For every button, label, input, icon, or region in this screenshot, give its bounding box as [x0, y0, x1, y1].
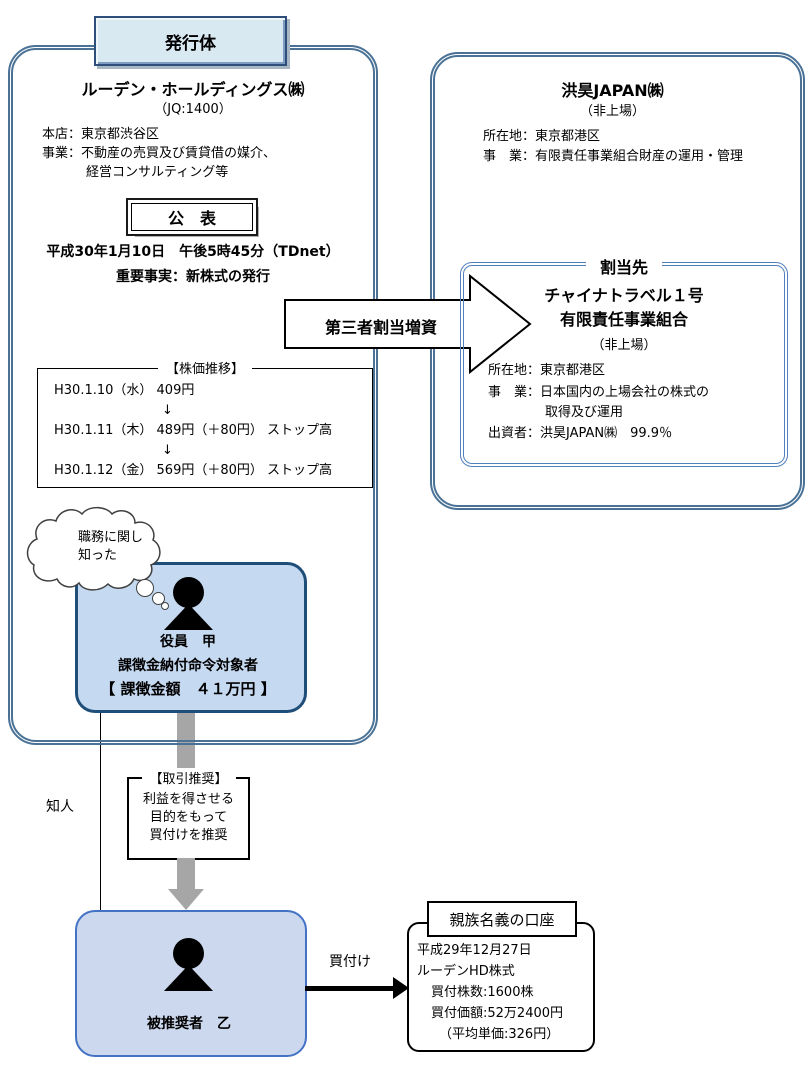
partner-company-location: 所在地：東京都港区 [483, 129, 601, 144]
thought-text-line1: 職務に関し [78, 530, 144, 545]
account-box [407, 922, 595, 1052]
announcement-material-fact: 重要事実：新株式の発行 [116, 269, 270, 285]
stock-history-row: H30.1.11（木） 489円（＋80円） ストップ高 [54, 423, 333, 438]
capital-increase-arrow [284, 273, 532, 375]
stock-history-down-arrow: ↓ [162, 443, 173, 458]
recommendation-line: 利益を得させる [142, 792, 234, 807]
partner-company-listing: （非上場） [579, 104, 645, 119]
account-line: ルーデンHD株式 [417, 964, 515, 979]
recommended-person-label: 被推奨者 乙 [147, 1016, 231, 1032]
officer-status-label: 課徴金納付命令対象者 [118, 658, 258, 674]
issuer-head-office: 本店：東京都渋谷区 [42, 127, 160, 142]
issuer-ticker: （JQ:1400） [154, 102, 232, 117]
recommendation-arrow-head [168, 889, 204, 910]
acquaintance-connector-line [100, 713, 101, 910]
issuer-business-line2: 経営コンサルティング等 [86, 165, 229, 180]
account-title-box: 親族名義の口座 [427, 901, 577, 937]
issuer-tag-plaque: 発行体 [94, 16, 287, 66]
allottee-tag-label: 割当先 [585, 254, 663, 278]
stock-history-box: 【株価推移】 H30.1.10（水） 409円 ↓ H30.1.11（木） 48… [37, 358, 373, 488]
thought-bubble-icon [26, 506, 161, 591]
recommendation-line: 目的をもって [149, 810, 228, 825]
allottee-location: 所在地：東京都港区 [488, 363, 606, 378]
recommendation-line: 買付けを推奨 [149, 828, 228, 843]
recommendation-flow-bar [177, 713, 195, 777]
partner-frame [430, 52, 805, 510]
partner-company-business: 事 業：有限責任事業組合財産の運用・管理 [483, 149, 744, 164]
thought-dot [152, 592, 165, 605]
stock-history-title: 【株価推移】 [157, 358, 253, 377]
account-line: 買付価額:52万2400円 [431, 1006, 564, 1021]
officer-person-icon [173, 577, 204, 608]
capital-increase-arrow-label: 第三者割当増資 [324, 318, 437, 337]
account-title: 親族名義の口座 [449, 910, 555, 929]
stock-history-down-arrow: ↓ [162, 403, 173, 418]
allottee-box: 割当先 [460, 254, 788, 467]
thought-dot [161, 602, 169, 610]
allottee-investor: 出資者：洪昊JAPAN㈱ 99.9％ [488, 426, 673, 441]
account-line: 買付株数:1600株 [431, 985, 534, 1000]
issuer-name: ルーデン・ホールディングス㈱ [81, 80, 305, 99]
purchase-arrow-head [393, 977, 409, 999]
recommendation-arrow-bar [177, 858, 195, 889]
recommendation-box: 【取引推奨】 利益を得させる 目的をもって 買付けを推奨 [127, 768, 250, 860]
stock-history-row: H30.1.12（金） 569円（＋80円） ストップ高 [54, 463, 333, 478]
account-line: 平成29年12月27日 [417, 943, 532, 958]
partner-company-name: 洪昊JAPAN㈱ [561, 81, 664, 100]
thought-text-line2: 知った [78, 548, 118, 563]
purchase-arrow-label: 買付け [329, 954, 371, 970]
officer-penalty-label: 【 課徴金額 ４１万円 】 [100, 680, 276, 698]
issuer-tag-label: 発行体 [165, 33, 216, 54]
announcement-title: 公 表 [167, 209, 216, 228]
allottee-listing: （非上場） [591, 338, 657, 353]
allottee-business-line1: 事 業：日本国内の上場会社の株式の [488, 385, 710, 400]
account-line: （平均単価:326円） [439, 1027, 560, 1042]
announcement-box: 公 表 [131, 203, 253, 231]
recommended-person-icon [173, 938, 204, 969]
recommendation-title: 【取引推奨】 [141, 768, 236, 787]
allottee-name-line1: チャイナトラベル１号 [544, 286, 704, 305]
allottee-business-line2: 取得及び運用 [545, 405, 624, 420]
purchase-arrow-bar [305, 986, 394, 991]
stock-history-row: H30.1.10（水） 409円 [54, 383, 195, 398]
officer-role-label: 役員 甲 [160, 634, 216, 650]
issuer-business-line1: 事業：不動産の売買及び賃貸借の媒介、 [42, 146, 277, 161]
acquaintance-label: 知人 [46, 799, 74, 815]
allottee-name-line2: 有限責任事業組合 [559, 310, 688, 329]
announcement-datetime: 平成30年1月10日 午後5時45分（TDnet） [46, 244, 340, 260]
thought-dot [136, 579, 154, 597]
